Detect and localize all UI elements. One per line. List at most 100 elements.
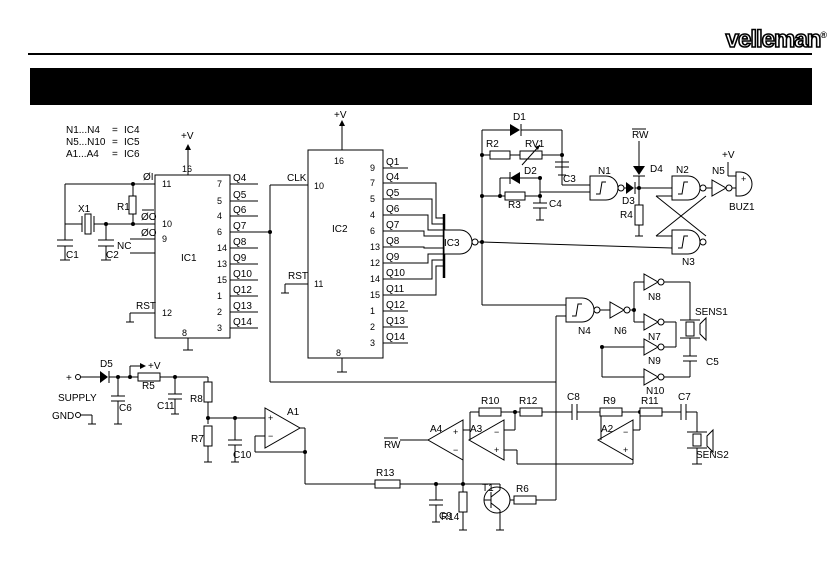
ic1-pin-bottom: 8 [182, 328, 187, 338]
svg-text:−: − [623, 427, 628, 437]
opamp-a4: + − A4 RW [384, 419, 470, 484]
d2-label: D2 [524, 166, 537, 177]
sens1-label: SENS1 [695, 307, 728, 318]
buz1-label: BUZ1 [729, 202, 755, 213]
n8-label: N8 [648, 292, 661, 303]
ic2-pin-q4: Q4 [386, 172, 400, 183]
gate-n2: N2 [671, 165, 707, 201]
supply-input: + D5 SUPPLY GND C6 +V R5 C11 [52, 359, 265, 463]
c1-label: C1 [66, 250, 79, 261]
ic1-pin-num: 4 [217, 211, 222, 221]
ic3-label: IC3 [444, 238, 460, 249]
gate-n10: N10 [600, 345, 690, 397]
gate-n5-buzzer: N5 BUZ1 +V + [706, 150, 755, 213]
svg-text:+: + [494, 445, 499, 455]
a1-label: A1 [287, 407, 300, 418]
ic2-pin-num: 4 [370, 210, 375, 220]
d5-label: D5 [100, 359, 113, 370]
ic1-pin-top: 16 [182, 164, 192, 174]
c5-label: C5 [706, 357, 719, 368]
legend-eq-2: = [112, 137, 118, 148]
c3-label: C3 [563, 174, 576, 185]
legend-ic-1: IC4 [124, 125, 140, 136]
c4-label: C4 [549, 199, 562, 210]
gnd-label: GND [52, 411, 74, 422]
svg-text:12: 12 [162, 308, 172, 318]
ic2-pin-bottom: 8 [336, 348, 341, 358]
rw-top-label: RW [632, 130, 649, 141]
n5-label: N5 [712, 166, 725, 177]
ic1-pin-q7: Q7 [233, 221, 247, 232]
ic2-pin-num: 7 [370, 178, 375, 188]
svg-text:−: − [453, 445, 458, 455]
ic2-pin-num: 13 [370, 242, 380, 252]
gate-n8: N8 [634, 273, 690, 303]
sensor-sens1: SENS1 C5 [675, 282, 728, 377]
ic1-pin-q5: Q5 [233, 190, 247, 201]
c9-label: C9 [439, 511, 452, 522]
ic2-pin-num: 1 [370, 306, 375, 316]
svg-text:+: + [268, 413, 273, 423]
ic1-pin-oo: ØO [141, 228, 157, 239]
ic2-pin-q1: Q1 [386, 157, 400, 168]
ic2-pin-q5: Q5 [386, 188, 400, 199]
ic1-pin-num: 3 [217, 323, 222, 333]
r2-label: R2 [486, 139, 499, 150]
svg-text:+: + [623, 445, 628, 455]
rw-out-label: RW [384, 440, 401, 451]
r13-label: R13 [376, 468, 395, 479]
ic2-pin-q8: Q8 [386, 236, 400, 247]
ic1-vplus: +V [181, 131, 194, 142]
r14-label: R14 [441, 512, 460, 523]
ic1-pin-q12: Q12 [233, 285, 252, 296]
d4-label: D4 [650, 164, 663, 175]
r6-label: R6 [516, 484, 529, 495]
ic2-pin-num: 15 [370, 290, 380, 300]
ic2-pin-num: 6 [370, 226, 375, 236]
legend-eq-1: = [112, 125, 118, 136]
opamp-a2: − + A2 R9 R11 [596, 396, 681, 464]
a2-label: A2 [601, 424, 614, 435]
ic2-pin-num: 5 [370, 194, 375, 204]
ic1-pin-q10: Q10 [233, 269, 252, 280]
opamp-a1: + − A1 R13 [254, 381, 556, 489]
ic1-pin-num: 5 [217, 196, 222, 206]
gate-n1: N1 [589, 166, 625, 201]
header-rule [28, 53, 812, 55]
ic1: IC1 +V 16 8 ØI 11 ØO 10 ØO 9 NC RST 12 [117, 131, 231, 351]
diode-d3: D3 [622, 182, 672, 207]
n4-label: N4 [578, 326, 591, 337]
x1-label: X1 [78, 204, 91, 215]
ic1-pin-q4: Q4 [233, 173, 247, 184]
ic2-pin-num: 3 [370, 338, 375, 348]
supply-plus: + [66, 373, 72, 384]
n3-label: N3 [682, 257, 695, 268]
svg-text:10: 10 [314, 181, 324, 191]
legend-group-1: N1...N4 [66, 125, 100, 136]
ic2-pin-q6: Q6 [386, 204, 400, 215]
ic2-pin-q7: Q7 [386, 220, 400, 231]
ic1-pin-num: 6 [217, 227, 222, 237]
ic2-pin-q13: Q13 [386, 316, 405, 327]
ic2-pin-q9: Q9 [386, 252, 400, 263]
ic2-pin-q14: Q14 [386, 332, 405, 343]
ic2-pin-q12: Q12 [386, 300, 405, 311]
gate-n4: N4 [482, 297, 601, 500]
a4-label: A4 [430, 424, 443, 435]
r7-label: R7 [191, 434, 204, 445]
n6-label: N6 [614, 326, 627, 337]
ic2-pin-clk: CLK [287, 173, 307, 184]
ic1-pin-num: 14 [217, 243, 227, 253]
r9-label: R9 [603, 396, 616, 407]
d3-label: D3 [622, 196, 635, 207]
ic3-nand: IC3 [442, 214, 479, 278]
ic1-pin-num: 13 [217, 259, 227, 269]
r4-label: R4 [620, 210, 633, 221]
transistor-t1: C9 R14 T1 R6 [429, 482, 556, 531]
ic2-pin-num: 2 [370, 322, 375, 332]
supply-vplus: +V [148, 361, 161, 372]
n1-label: N1 [598, 166, 611, 177]
legend-ic-2: IC5 [124, 137, 140, 148]
c6-label: C6 [119, 403, 132, 414]
